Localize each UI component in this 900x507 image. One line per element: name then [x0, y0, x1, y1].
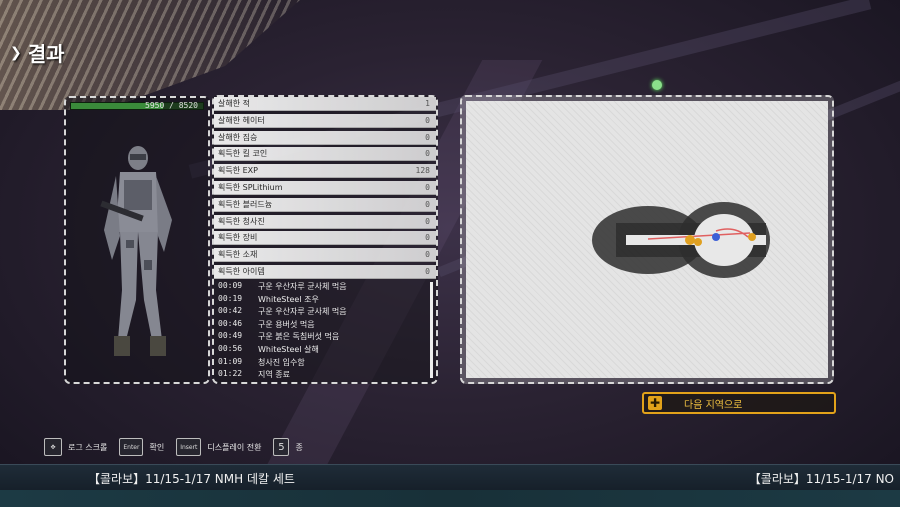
stat-row: 획득한 장비 0	[214, 231, 436, 246]
status-dot	[652, 80, 662, 90]
stat-label: 획득한 킬 코인	[218, 149, 268, 159]
log-text: 구운 우산자루 균사체 먹음	[258, 282, 347, 291]
next-region-label: 다음 지역으로	[684, 399, 743, 411]
log-text: 구운 붉은 독침버섯 먹음	[258, 332, 340, 342]
stat-row: 획득한 EXP 128	[214, 164, 436, 179]
log-time: 00:46	[218, 318, 243, 328]
stat-label: 획득한 SPLithium	[218, 183, 283, 192]
stat-row: 획득한 아이템 0	[214, 265, 436, 279]
log-entry: 01:09 청사진 입수함	[218, 357, 428, 369]
five-key[interactable]: 5	[273, 438, 290, 456]
log-time: 01:09	[218, 356, 243, 366]
stat-value: 0	[425, 250, 430, 260]
log-entry: 00:09 구운 우산자루 균사체 먹음	[218, 281, 428, 293]
log-entry: 00:19 WhiteSteel 조우	[218, 294, 428, 306]
control-label-confirm: 확인	[149, 442, 165, 452]
stat-row: 획득한 소재 0	[214, 248, 436, 263]
ticker-message: 【콜라보】11/15-1/17 NO	[748, 472, 894, 486]
log-text: 구운 우산자루 균사체 먹음	[258, 307, 347, 317]
log-time: 01:22	[218, 369, 243, 379]
log-text: 구운 용버섯 먹음	[258, 319, 315, 329]
log-entry: 00:42 구운 우산자루 균사체 먹음	[218, 306, 428, 318]
stat-value: 0	[425, 233, 430, 243]
stat-label: 획득한 EXP	[218, 166, 258, 176]
stat-value: 0	[425, 149, 430, 159]
stat-label: 획득한 장비	[218, 233, 258, 243]
log-time: 00:49	[218, 331, 243, 341]
insert-key[interactable]: Insert	[176, 438, 202, 456]
next-region-button[interactable]: ✚ 다음 지역으로	[642, 392, 836, 414]
hp-bar-fill	[71, 103, 164, 109]
stat-value: 0	[425, 132, 430, 142]
control-label-scroll: 로그 스크롤	[68, 442, 108, 452]
news-ticker: 【콜라보】11/15-1/17 NMH 데칼 세트 【콜라보】11/15-1/1…	[0, 464, 900, 490]
log-text: WhiteSteel 조우	[258, 294, 319, 304]
stat-label: 획득한 블러드늄	[218, 199, 273, 209]
log-entry: 00:46 구운 용버섯 먹음	[218, 319, 428, 331]
log-text: WhiteSteel 살해	[258, 345, 319, 354]
log-time: 00:56	[218, 344, 243, 353]
hp-bar	[70, 102, 204, 110]
log-entry: 01:22 지역 종료	[218, 369, 428, 381]
plus-icon: ✚	[648, 396, 662, 410]
stat-row: 살해한 짐승 0	[214, 130, 436, 145]
page-title: ❯ 결과	[10, 38, 65, 67]
stat-label: 획득한 소재	[218, 250, 258, 260]
stat-value: 0	[425, 115, 430, 125]
stat-value: 128	[415, 166, 430, 176]
bottom-strip	[0, 490, 900, 507]
hp-text: 5950 / 8520	[145, 101, 198, 110]
log-entry: 00:49 구운 붉은 독침버섯 먹음	[218, 331, 428, 343]
stat-value: 0	[425, 216, 430, 226]
log-text: 청사진 입수함	[258, 357, 305, 367]
control-hints: ✥ 로그 스크롤 Enter 확인 Insert 디스플레이 전환 5 종	[44, 437, 309, 457]
stat-label: 살해한 짐승	[218, 132, 258, 142]
log-entry: 00:56 WhiteSteel 살해	[218, 344, 428, 356]
log-time: 00:42	[218, 306, 243, 316]
ticker-message: 【콜라보】11/15-1/17 NMH 데칼 세트	[88, 472, 295, 486]
stat-row: 획득한 블러드늄 0	[214, 197, 436, 212]
log-text: 지역 종료	[258, 370, 290, 380]
control-label-display: 디스플레이 전환	[207, 442, 262, 452]
minimap-drawing	[592, 202, 770, 278]
stat-label: 획득한 청사진	[218, 216, 265, 226]
stat-value: 0	[425, 267, 430, 276]
page-title-text: 결과	[27, 42, 65, 66]
chevron-right-icon: ❯	[10, 44, 22, 61]
stat-row: 획득한 SPLithium 0	[214, 181, 436, 195]
stat-value: 0	[425, 183, 430, 192]
stat-row: 획득한 청사진 0	[214, 214, 436, 229]
dpad-icon: ✥	[44, 438, 62, 456]
soldier-portrait	[100, 146, 172, 356]
log-scrollbar[interactable]	[430, 282, 433, 378]
stat-value: 1	[425, 99, 430, 108]
stat-value: 0	[425, 199, 430, 209]
log-time: 00:09	[218, 281, 243, 290]
stat-row: 획득한 킬 코인 0	[214, 147, 436, 162]
log-time: 00:19	[218, 293, 243, 303]
control-label-end: 종	[295, 442, 303, 452]
stat-label: 획득한 아이템	[218, 267, 265, 276]
stat-row: 살해한 적 1	[214, 97, 436, 111]
stat-row: 살해한 헤이터 0	[214, 113, 436, 128]
enter-key[interactable]: Enter	[119, 438, 144, 456]
stat-label: 살해한 헤이터	[218, 115, 265, 125]
stat-label: 살해한 적	[218, 99, 250, 108]
